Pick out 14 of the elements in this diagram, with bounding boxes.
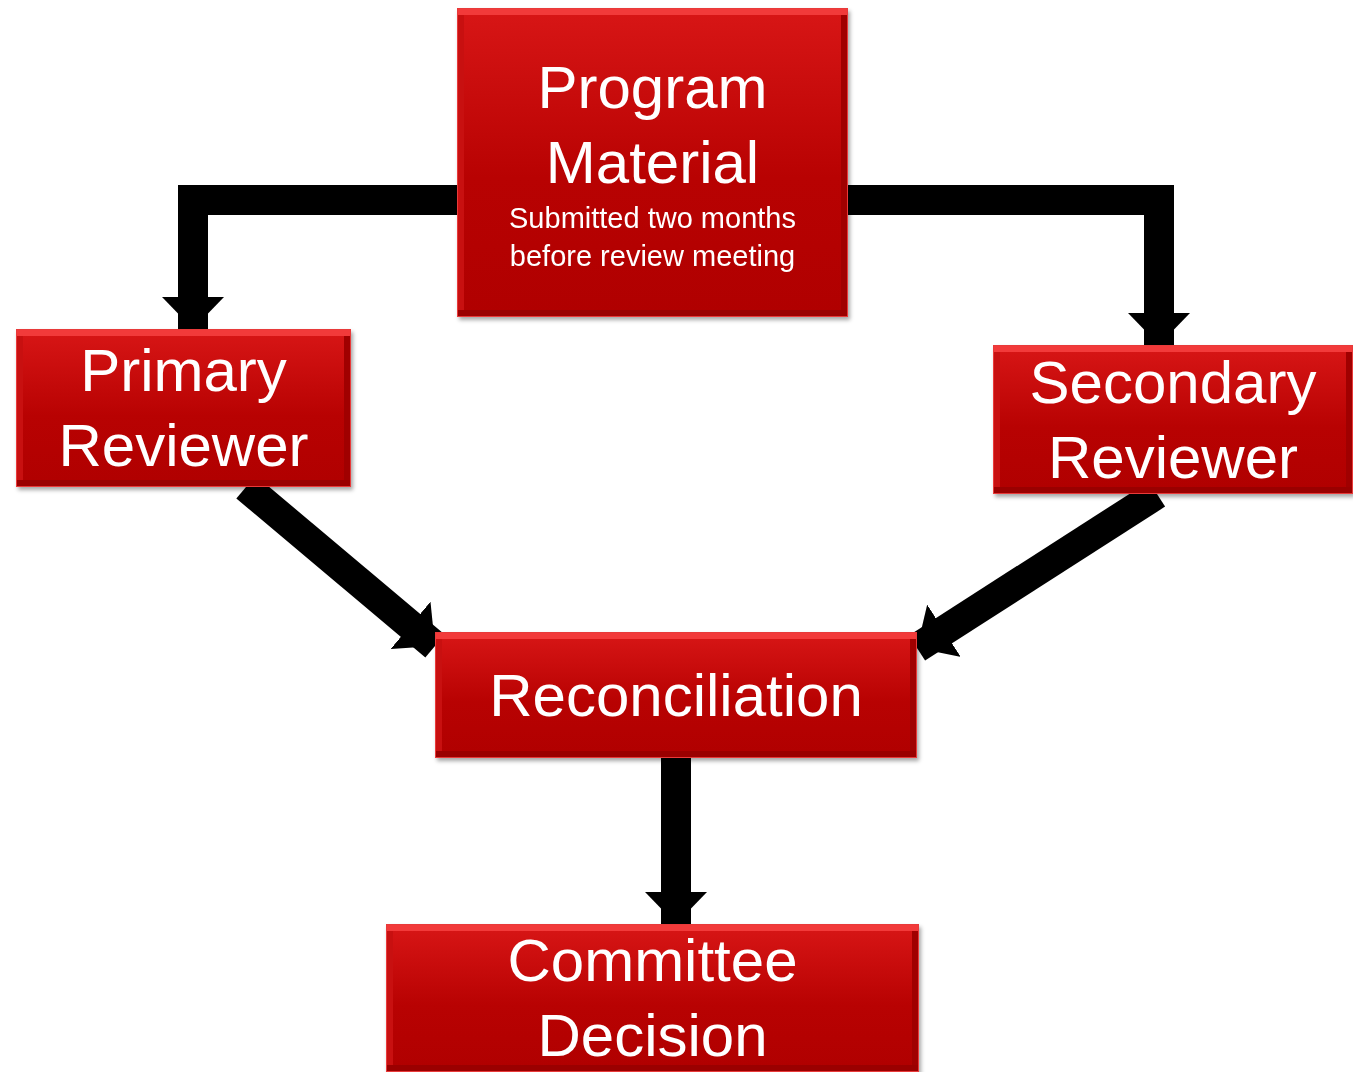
box-title: Primary Reviewer xyxy=(57,336,310,481)
box-title: Secondary Reviewer xyxy=(1028,347,1318,493)
block-arrow xyxy=(848,185,1190,345)
block-arrow xyxy=(645,758,707,924)
box-note: Submitted two months before review meeting xyxy=(508,200,797,274)
process-box xyxy=(457,8,848,317)
box-title: Reconciliation xyxy=(489,660,863,731)
process-box xyxy=(16,329,351,487)
box-title: Program Material xyxy=(536,52,769,198)
process-box xyxy=(435,632,917,758)
block-arrow xyxy=(162,185,457,329)
process-box xyxy=(386,924,919,1072)
box-title: Committee Decision xyxy=(506,926,799,1071)
process-box xyxy=(993,345,1353,494)
